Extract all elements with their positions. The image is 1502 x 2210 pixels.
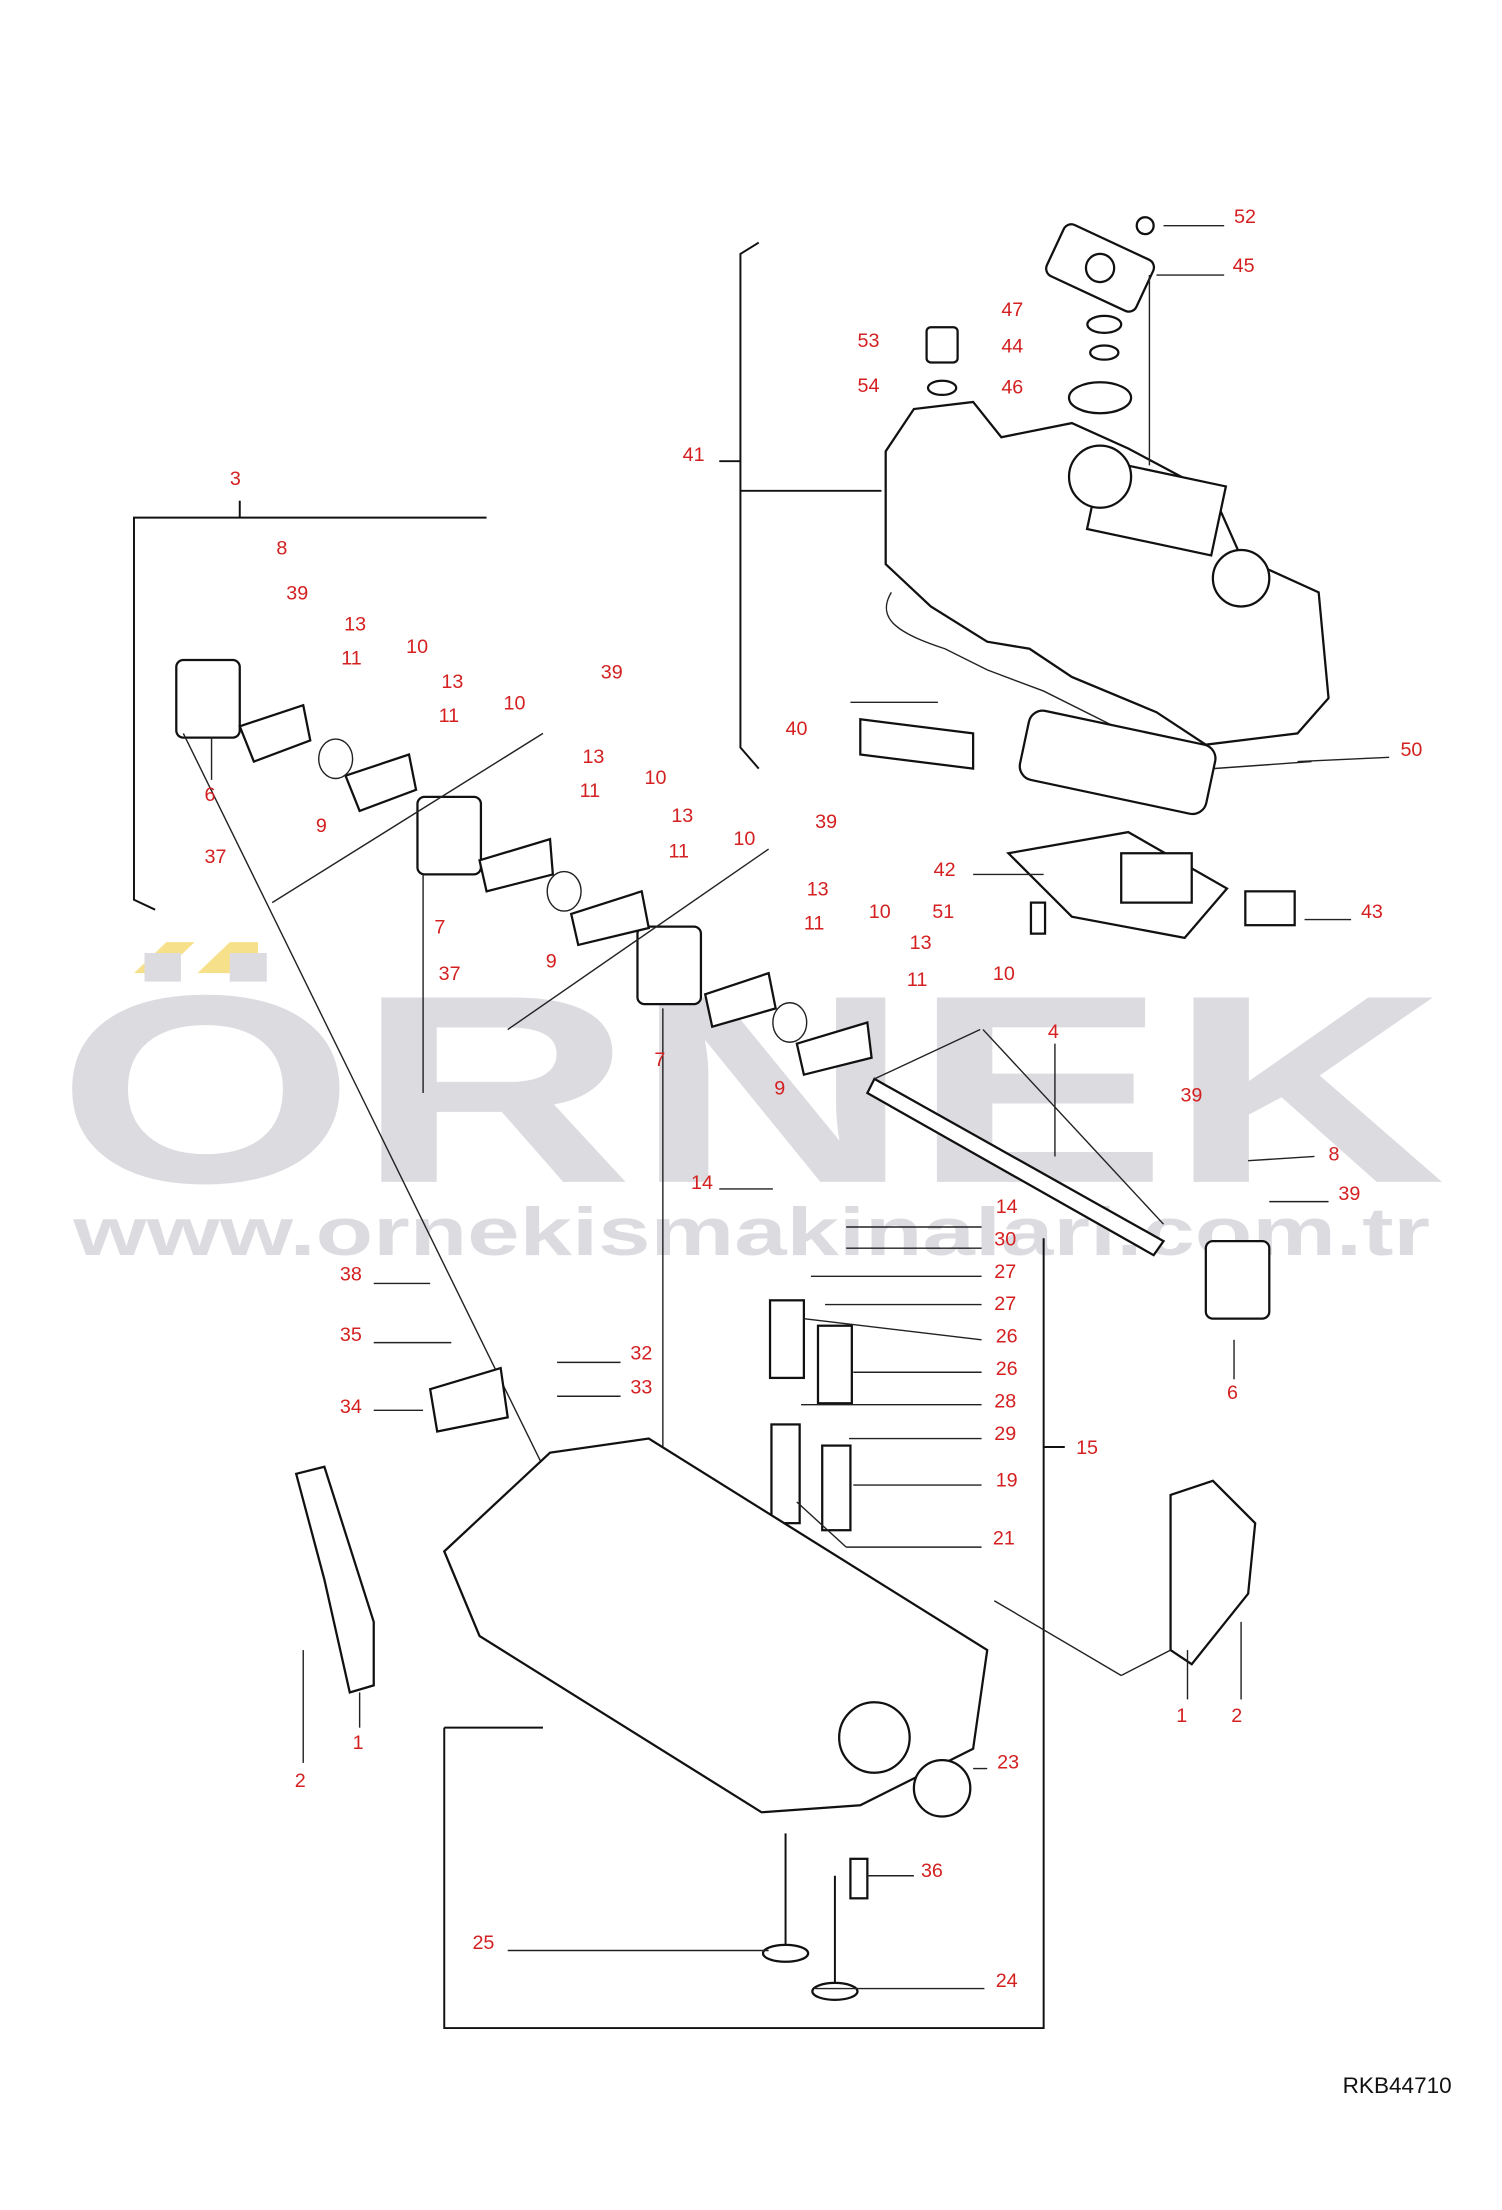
callout-10: 10 (503, 692, 525, 714)
callout-19: 19 (996, 1469, 1018, 1491)
callout-27: 27 (994, 1293, 1016, 1315)
callout-14: 14 (996, 1196, 1018, 1218)
callout-39: 39 (286, 582, 308, 604)
callout-7: 7 (434, 917, 445, 939)
callout-11: 11 (907, 969, 928, 991)
rocker-assemblies (175, 658, 1271, 1538)
callout-9: 9 (774, 1077, 785, 1099)
valve-cover (884, 400, 1330, 770)
callout-8: 8 (276, 537, 287, 559)
callout-37: 37 (204, 846, 226, 868)
callout-21: 21 (993, 1527, 1015, 1549)
diagram-code: RKB44710 (1343, 2073, 1452, 2098)
callout-46: 46 (1001, 376, 1023, 398)
callout-34: 34 (340, 1396, 362, 1418)
callout-39: 39 (601, 661, 623, 683)
callout-1: 1 (1176, 1705, 1187, 1727)
callout-11: 11 (580, 780, 601, 802)
callout-11: 11 (804, 912, 825, 934)
callout-26: 26 (996, 1358, 1018, 1380)
callout-25: 25 (472, 1932, 494, 1954)
callout-53: 53 (857, 330, 879, 352)
callout-35: 35 (340, 1324, 362, 1346)
callout-23: 23 (997, 1752, 1019, 1774)
watermark-url: www.ornekismakinalari.com.tr (72, 1195, 1430, 1270)
watermark-accent (197, 942, 259, 974)
callout-15: 15 (1076, 1437, 1098, 1459)
callout-10: 10 (406, 636, 428, 658)
callout-28: 28 (994, 1391, 1016, 1413)
callout-54: 54 (857, 375, 879, 397)
callout-43: 43 (1361, 901, 1383, 923)
callout-6: 6 (204, 784, 215, 806)
callout-26: 26 (996, 1326, 1018, 1348)
callout-27: 27 (994, 1261, 1016, 1283)
callout-40: 40 (786, 718, 808, 740)
callout-24: 24 (996, 1970, 1018, 1992)
callout-52: 52 (1234, 206, 1256, 228)
cylinder-head (294, 1366, 1257, 1818)
callout-36: 36 (921, 1860, 943, 1882)
callout-11: 11 (439, 705, 460, 727)
callout-32: 32 (630, 1343, 652, 1365)
callout-13: 13 (582, 746, 604, 768)
valve-train (761, 1299, 869, 2001)
callout-10: 10 (869, 901, 891, 923)
callout-50: 50 (1400, 739, 1422, 761)
watermark-accent (133, 942, 195, 974)
callout-30: 30 (994, 1228, 1016, 1250)
callout-44: 44 (1001, 336, 1023, 358)
cover-small-parts (859, 216, 1296, 940)
callout-9: 9 (546, 950, 557, 972)
callout-4: 4 (1048, 1021, 1059, 1043)
callout-13: 13 (910, 932, 932, 954)
callout-29: 29 (994, 1423, 1016, 1445)
leader-lines (210, 224, 1390, 1990)
callout-51: 51 (932, 901, 954, 923)
callout-2: 2 (295, 1770, 306, 1792)
callout-38: 38 (340, 1264, 362, 1286)
callout-42: 42 (934, 859, 956, 881)
callout-13: 13 (807, 879, 829, 901)
callout-11: 11 (668, 840, 689, 862)
callout-labels: 52 45 47 44 53 46 54 41 3 8 39 13 11 10 … (204, 206, 1451, 2098)
callout-41: 41 (683, 444, 705, 466)
callout-9: 9 (316, 815, 327, 837)
callout-10: 10 (993, 963, 1015, 985)
callout-1: 1 (353, 1732, 364, 1754)
callout-14: 14 (691, 1172, 713, 1194)
callout-39: 39 (1180, 1084, 1202, 1106)
callout-10: 10 (645, 767, 667, 789)
callout-2: 2 (1231, 1705, 1242, 1727)
bracket-lines (132, 241, 1065, 2030)
callout-8: 8 (1329, 1144, 1340, 1166)
callout-39: 39 (1338, 1183, 1360, 1205)
callout-6: 6 (1227, 1382, 1238, 1404)
callout-10: 10 (733, 828, 755, 850)
callout-39: 39 (815, 811, 837, 833)
callout-33: 33 (630, 1376, 652, 1398)
callout-7: 7 (654, 1049, 665, 1071)
callout-47: 47 (1001, 299, 1023, 321)
callout-11: 11 (341, 647, 362, 669)
callout-13: 13 (344, 613, 366, 635)
callout-3: 3 (230, 468, 241, 490)
callout-13: 13 (441, 671, 463, 693)
callout-37: 37 (439, 963, 461, 985)
callout-45: 45 (1233, 255, 1255, 277)
callout-13: 13 (671, 805, 693, 827)
